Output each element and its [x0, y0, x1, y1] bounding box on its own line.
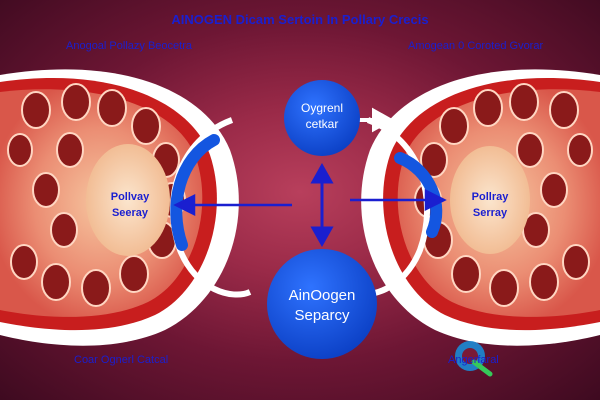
bottom-right-label: Angerfaral — [448, 354, 499, 366]
left-organ-label-line1: Pollvay — [111, 191, 150, 203]
top-right-label: Amogean 0 Coroted Gvorar — [408, 40, 544, 52]
bottom-circle: AinOogen Separcy — [267, 249, 377, 359]
vertical-double-arrow — [310, 162, 334, 248]
top-circle-line2: cetkar — [306, 117, 339, 131]
top-left-label: Anogoal Pollazy Beocetra — [66, 40, 192, 52]
left-arrow — [173, 193, 292, 217]
bottom-circle-line1: AinOogen — [289, 287, 356, 304]
q-logo-watermark-icon — [455, 341, 493, 377]
bottom-circle-line2: Separcy — [294, 307, 350, 324]
bottom-left-label: Coar Ognerl Catcal — [74, 354, 169, 366]
top-circle: Oygrenl cetkar — [284, 80, 360, 156]
left-organ — [0, 69, 252, 346]
top-circle-line1: Oygrenl — [301, 101, 343, 115]
diagram-title: AINOGEN Dicam Sertoin In Pollary Crecis — [171, 12, 429, 27]
right-organ-label-line2: Serray — [473, 207, 508, 219]
right-arrow — [350, 188, 447, 212]
right-organ — [348, 69, 600, 346]
left-organ-label-line2: Seeray — [112, 207, 149, 219]
right-organ-label-line1: Pollray — [472, 191, 510, 203]
